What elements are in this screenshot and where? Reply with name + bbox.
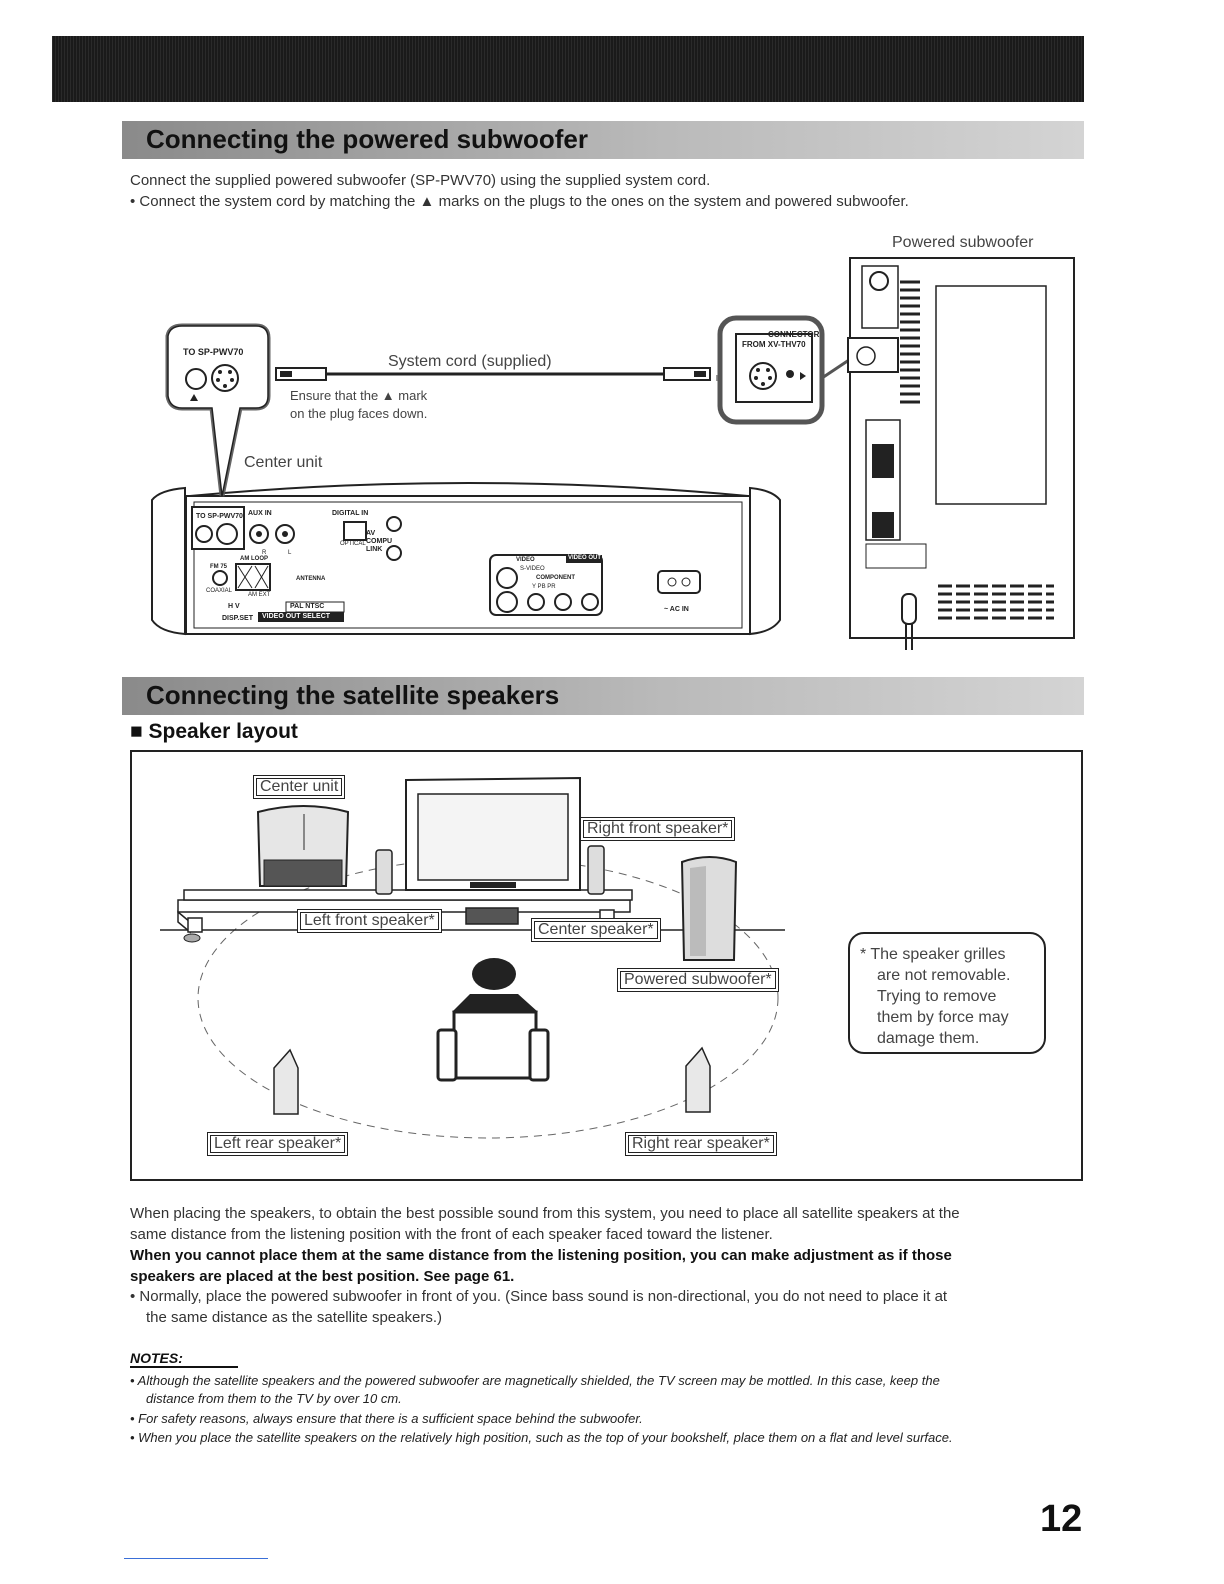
section-bar-satellite bbox=[122, 677, 1084, 715]
center-speaker-drawing bbox=[465, 907, 519, 925]
speaker-layout-heading: ■ Speaker layout bbox=[130, 720, 298, 743]
magnifier-left bbox=[165, 323, 271, 497]
center-unit-drawing-layout bbox=[256, 805, 350, 887]
to-sp-pwv70-magnified: TO SP-PWV70 bbox=[183, 347, 244, 357]
left-front-speaker-drawing bbox=[375, 849, 393, 895]
center-unit-label: Center unit bbox=[244, 454, 323, 471]
label-left-front-speaker: Left front speaker* bbox=[297, 909, 442, 933]
section-bar-subwoofer bbox=[122, 121, 1084, 159]
right-rear-speaker-drawing bbox=[685, 1046, 711, 1113]
subwoofer-connection-diagram bbox=[151, 257, 1075, 650]
am-loop-label: AM LOOP bbox=[240, 556, 268, 562]
powered-subwoofer-label: Powered subwoofer bbox=[892, 234, 1034, 251]
page-number: 12 bbox=[1040, 1498, 1083, 1540]
s-video-label: S-VIDEO bbox=[520, 566, 545, 572]
notes-heading: NOTES: bbox=[130, 1350, 183, 1366]
grille-note-line-5: damage them. bbox=[877, 1030, 980, 1047]
grille-note-box bbox=[848, 932, 1046, 1054]
left-rear-speaker-drawing bbox=[273, 1048, 299, 1115]
connector-label-2: FROM XV-THV70 bbox=[742, 340, 806, 349]
h-v-label: H V bbox=[228, 603, 240, 610]
am-ext-label: AM EXT bbox=[248, 592, 271, 598]
label-center-speaker: Center speaker* bbox=[531, 918, 661, 942]
l-label: L bbox=[288, 550, 292, 556]
note-item-2: • For safety reasons, always ensure that… bbox=[130, 1411, 643, 1426]
speaker-layout-diagram bbox=[160, 776, 785, 1139]
aux-in-label: AUX IN bbox=[248, 510, 272, 517]
tv-drawing bbox=[405, 776, 581, 891]
label-left-rear-speaker: Left rear speaker* bbox=[207, 1132, 349, 1156]
ensure-text-2: on the plug faces down. bbox=[290, 406, 428, 421]
note-item-3: • When you place the satellite speakers … bbox=[130, 1430, 953, 1445]
av-compu-link-label: AV COMPU LINK bbox=[366, 530, 393, 553]
label-right-front-speaker: Right front speaker* bbox=[580, 817, 736, 841]
ac-in-label: ~ AC IN bbox=[664, 606, 689, 613]
antenna-label: ANTENNA bbox=[296, 576, 326, 582]
body-bullet-line-1: • Normally, place the powered subwoofer … bbox=[130, 1288, 948, 1305]
video-label: VIDEO bbox=[516, 557, 535, 563]
intro-text: Connect the supplied powered subwoofer (… bbox=[130, 172, 711, 189]
connector-label-1: CONNECTOR bbox=[768, 330, 820, 339]
component-label: COMPONENT bbox=[536, 575, 575, 581]
grille-note-line-1: * The speaker grilles bbox=[860, 946, 1006, 963]
pal-ntsc-label: PAL NTSC bbox=[290, 603, 325, 610]
label-right-rear-speaker: Right rear speaker* bbox=[625, 1132, 777, 1156]
body-bullet-line-2: the same distance as the satellite speak… bbox=[146, 1309, 442, 1326]
listener-drawing bbox=[436, 958, 550, 1082]
note-item-1: • Although the satellite speakers and th… bbox=[130, 1373, 940, 1388]
section-title-satellite: Connecting the satellite speakers bbox=[146, 680, 560, 710]
label-powered-subwoofer: Powered subwoofer* bbox=[617, 968, 779, 992]
y-pb-pr-label: Y PB PR bbox=[532, 584, 556, 590]
section-title-subwoofer: Connecting the powered subwoofer bbox=[146, 124, 589, 154]
right-front-speaker-drawing bbox=[587, 845, 605, 895]
notes-underline bbox=[130, 1366, 238, 1368]
disp-set-label: DISP.SET bbox=[222, 615, 253, 622]
grille-note-line-4: them by force may bbox=[877, 1009, 1009, 1026]
system-cord-label: System cord (supplied) bbox=[388, 353, 552, 370]
fm75-label: FM 75 bbox=[210, 564, 228, 570]
center-unit-drawing bbox=[151, 482, 781, 636]
ensure-text-1: Ensure that the ▲ mark bbox=[290, 388, 428, 403]
optical-label: OPTICAL bbox=[340, 541, 366, 547]
label-center-unit: Center unit bbox=[253, 775, 346, 799]
tv-rack-drawing bbox=[160, 889, 785, 943]
video-out-select-label: VIDEO OUT SELECT bbox=[262, 613, 331, 620]
body-p1-line-2: same distance from the listening positio… bbox=[130, 1226, 773, 1243]
body-p1-line-1: When placing the speakers, to obtain the… bbox=[130, 1205, 960, 1222]
speaker-layout-frame bbox=[130, 750, 1083, 1181]
body-bold-line-2: speakers are placed at the best position… bbox=[130, 1268, 515, 1285]
subwoofer-drawing bbox=[680, 856, 738, 961]
subwoofer-back-panel bbox=[847, 257, 1075, 650]
to-sp-pwv70-panel: TO SP-PWV70 bbox=[196, 513, 243, 520]
coaxial-label: COAXIAL bbox=[206, 588, 233, 594]
digital-in-label: DIGITAL IN bbox=[332, 510, 369, 517]
footer-rule bbox=[124, 1558, 268, 1559]
header-band bbox=[52, 36, 1084, 102]
body-bold-line-1: When you cannot place them at the same d… bbox=[130, 1247, 952, 1264]
intro-bullet: • Connect the system cord by matching th… bbox=[130, 193, 909, 210]
video-out-label: VIDEO OUT bbox=[568, 555, 602, 561]
grille-note-line-2: are not removable. bbox=[877, 967, 1011, 984]
grille-note-line-3: Trying to remove bbox=[877, 988, 997, 1005]
note-item-1-cont: distance from them to the TV by over 10 … bbox=[146, 1391, 402, 1406]
r-label: R bbox=[262, 550, 267, 556]
